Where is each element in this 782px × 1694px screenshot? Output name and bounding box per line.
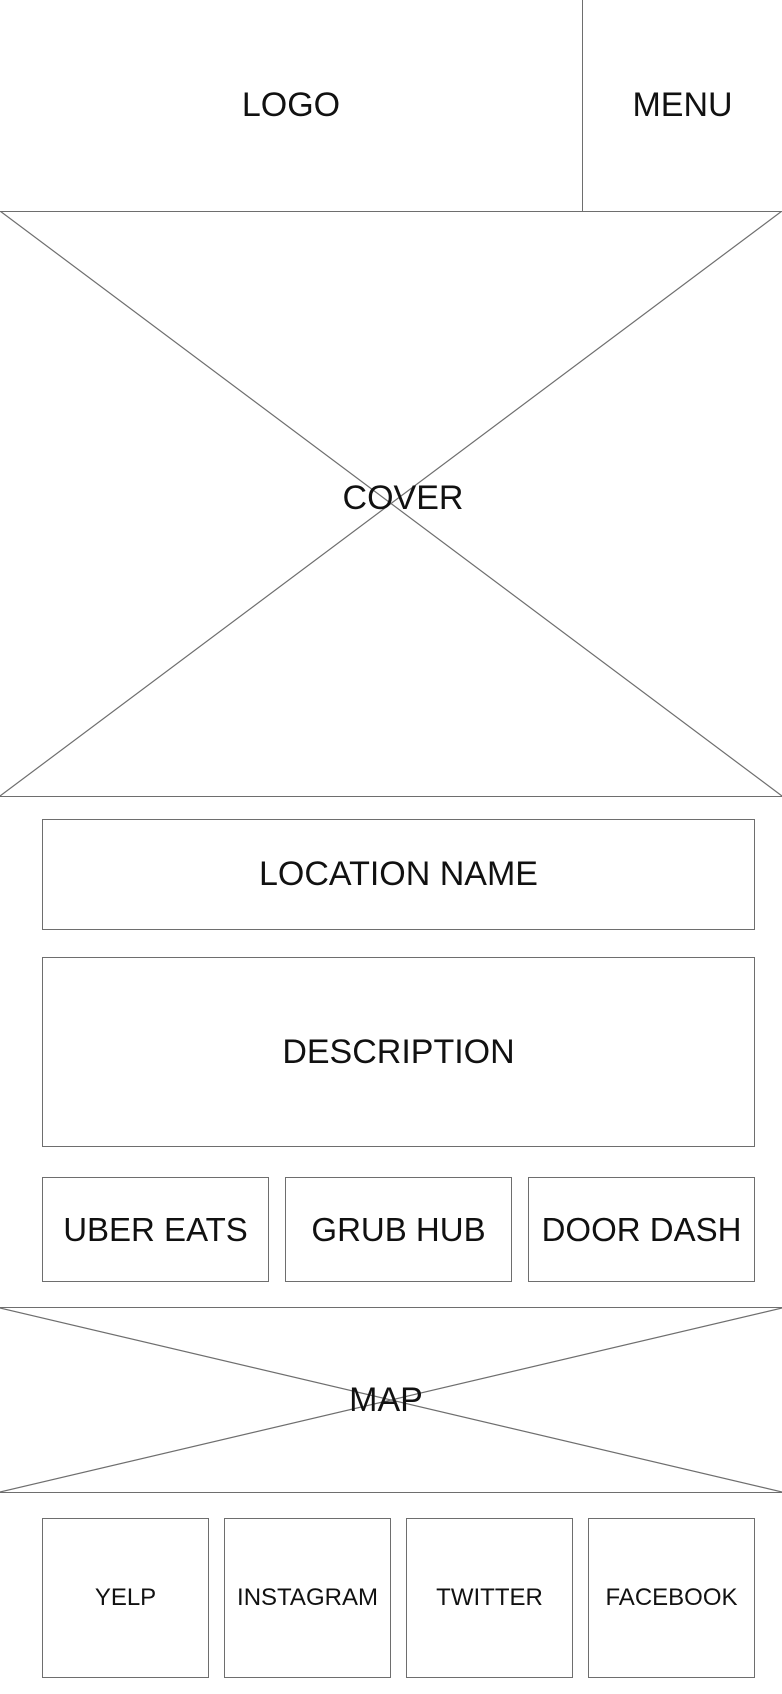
grub-hub-label: GRUB HUB <box>311 1210 486 1248</box>
cover-cross-lines <box>0 211 782 796</box>
map-placeholder[interactable]: MAP <box>0 1307 782 1493</box>
door-dash-button[interactable]: DOOR DASH <box>528 1177 755 1282</box>
yelp-link[interactable]: YELP <box>42 1518 209 1678</box>
logo[interactable]: LOGO <box>0 0 582 211</box>
location-name-label: LOCATION NAME <box>259 855 538 893</box>
menu-button[interactable]: MENU <box>583 0 782 211</box>
instagram-link[interactable]: INSTAGRAM <box>224 1518 391 1678</box>
map-cross-lines <box>0 1308 782 1492</box>
header-divider <box>582 0 583 211</box>
grub-hub-button[interactable]: GRUB HUB <box>285 1177 512 1282</box>
twitter-link[interactable]: TWITTER <box>406 1518 573 1678</box>
description-label: DESCRIPTION <box>282 1032 515 1071</box>
cover-label: COVER <box>342 479 464 517</box>
menu-label: MENU <box>632 86 733 124</box>
logo-label: LOGO <box>241 86 341 124</box>
uber-eats-label: UBER EATS <box>63 1210 248 1248</box>
door-dash-label: DOOR DASH <box>541 1210 742 1248</box>
map-label: MAP <box>349 1380 423 1419</box>
description-box: DESCRIPTION <box>42 957 755 1147</box>
twitter-label: TWITTER <box>436 1584 543 1611</box>
facebook-link[interactable]: FACEBOOK <box>588 1518 755 1678</box>
instagram-label: INSTAGRAM <box>237 1584 378 1611</box>
yelp-label: YELP <box>94 1584 157 1611</box>
uber-eats-button[interactable]: UBER EATS <box>42 1177 269 1282</box>
cover-image-placeholder: COVER <box>0 211 782 797</box>
facebook-label: FACEBOOK <box>605 1584 738 1611</box>
location-name-box: LOCATION NAME <box>42 819 755 930</box>
header-bottom-border <box>0 211 782 212</box>
